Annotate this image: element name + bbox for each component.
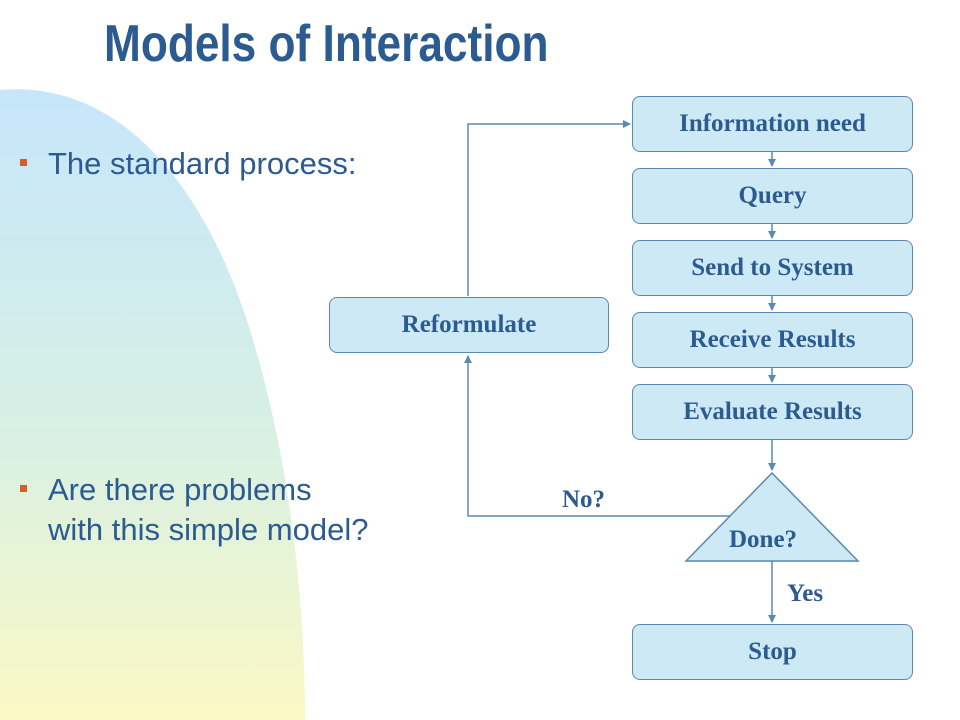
step-evaluate-results: Evaluate Results <box>632 384 913 440</box>
page-title: Models of Interaction <box>104 15 549 73</box>
bullet-item-standard-process: The standard process: <box>20 144 356 184</box>
bullet-marker-icon <box>20 159 27 166</box>
step-query: Query <box>632 168 913 224</box>
bullet-item-problems: Are there problems with this simple mode… <box>20 470 368 550</box>
step-reformulate: Reformulate <box>329 297 609 353</box>
yes-branch-label: Yes <box>787 580 824 607</box>
step-send-to-system: Send to System <box>632 240 913 296</box>
bullet-text: The standard process: <box>48 146 357 181</box>
bullet-marker-icon <box>20 485 27 492</box>
step-receive-results: Receive Results <box>632 312 913 368</box>
decision-done-label: Done? <box>729 526 798 553</box>
no-branch-label: No? <box>562 486 606 513</box>
step-information-need: Information need <box>632 96 913 152</box>
step-stop: Stop <box>632 624 913 680</box>
bullet-text-line-1: Are there problems <box>48 472 312 507</box>
bullet-text-line-2: with this simple model? <box>48 512 369 547</box>
